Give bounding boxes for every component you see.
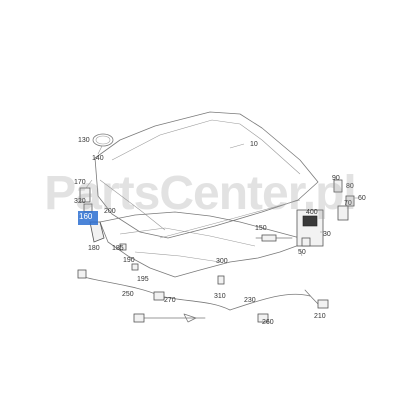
callout-70[interactable]: 70 <box>344 200 352 207</box>
callout-270[interactable]: 270 <box>164 297 176 304</box>
leader-lines <box>85 143 358 257</box>
callout-320[interactable]: 320 <box>74 198 86 205</box>
highlighted-part-marker[interactable] <box>78 211 98 225</box>
callout-80[interactable]: 80 <box>346 183 354 190</box>
highlighted-part-label: 160 <box>79 212 93 221</box>
seal-ring <box>92 133 114 147</box>
callout-185[interactable]: 185 <box>112 245 124 252</box>
callout-195[interactable]: 195 <box>137 276 149 283</box>
hood-insulation-mat <box>99 211 303 278</box>
callout-200[interactable]: 200 <box>104 208 116 215</box>
callout-310[interactable]: 310 <box>214 293 226 300</box>
callout-260[interactable]: 260 <box>262 319 274 326</box>
release-cables <box>77 269 329 323</box>
callout-250[interactable]: 250 <box>122 291 134 298</box>
callout-layer: 130 140 10 170 320 200 180 185 190 195 250 270 300 15… <box>74 137 366 326</box>
callout-170[interactable]: 170 <box>74 179 86 186</box>
callout-10[interactable]: 10 <box>250 141 258 148</box>
callout-30[interactable]: 30 <box>323 231 331 238</box>
callout-210[interactable]: 210 <box>314 313 326 320</box>
callout-180[interactable]: 180 <box>88 245 100 252</box>
hinges-and-brackets <box>79 179 355 271</box>
callout-400[interactable]: 400 <box>306 209 318 216</box>
callout-190[interactable]: 190 <box>123 257 135 264</box>
callout-60[interactable]: 60 <box>358 195 366 202</box>
callout-90[interactable]: 90 <box>332 175 340 182</box>
callout-230[interactable]: 230 <box>244 297 256 304</box>
hood-panel <box>94 111 319 239</box>
callout-140[interactable]: 140 <box>92 155 104 162</box>
callout-50[interactable]: 50 <box>298 249 306 256</box>
gas-strut <box>255 234 293 242</box>
callout-300[interactable]: 300 <box>216 258 228 265</box>
callout-150[interactable]: 150 <box>255 225 267 232</box>
callout-130[interactable]: 130 <box>78 137 90 144</box>
